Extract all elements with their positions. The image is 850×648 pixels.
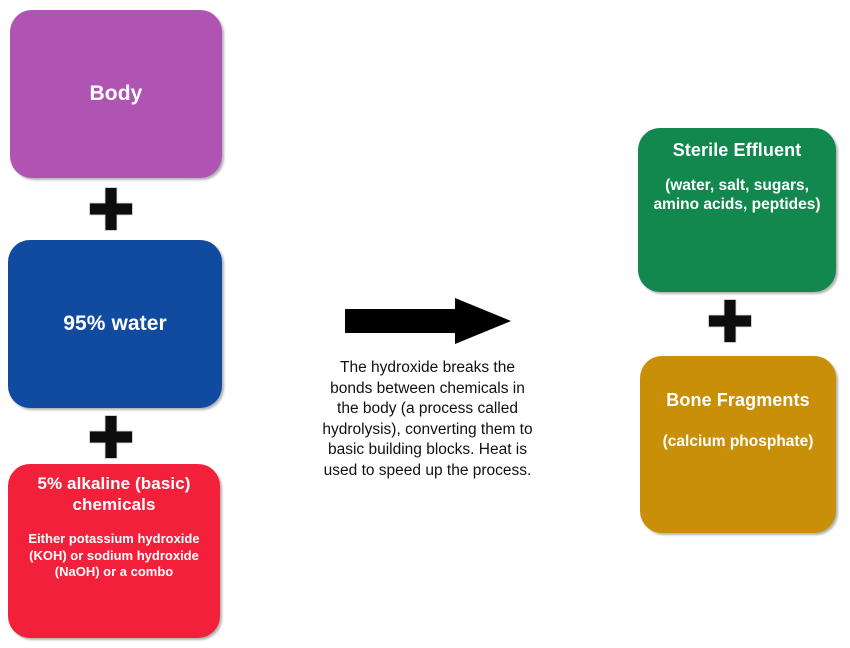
output-box-bone-title: Bone Fragments xyxy=(666,390,810,410)
plus-sign-icon xyxy=(88,414,134,460)
input-box-body-title: Body xyxy=(89,82,143,106)
input-box-alkaline-subtext: Either potassium hydroxide (KOH) or sodi… xyxy=(28,531,200,579)
input-box-body: Body xyxy=(10,10,222,178)
input-box-water-title: 95% water xyxy=(63,312,167,336)
output-box-sterile-effluent: Sterile Effluent (water, salt, sugars, a… xyxy=(638,128,836,292)
plus-sign-icon xyxy=(88,186,134,232)
process-caption: The hydroxide breaks the bonds between c… xyxy=(322,359,533,480)
plus-sign-icon xyxy=(707,298,753,344)
input-box-water: 95% water xyxy=(8,240,222,408)
output-box-bone-fragments: Bone Fragments (calcium phosphate) xyxy=(640,356,836,533)
input-box-alkaline-chemicals: 5% alkaline (basic) chemicals Either pot… xyxy=(8,464,220,638)
output-box-bone-subtext: (calcium phosphate) xyxy=(662,432,814,450)
output-box-effluent-title: Sterile Effluent xyxy=(672,140,802,160)
output-box-effluent-subtext: (water, salt, sugars, amino acids, pepti… xyxy=(653,176,821,214)
input-box-alkaline-title: 5% alkaline (basic) chemicals xyxy=(37,474,191,514)
process-arrow-icon xyxy=(343,296,513,346)
